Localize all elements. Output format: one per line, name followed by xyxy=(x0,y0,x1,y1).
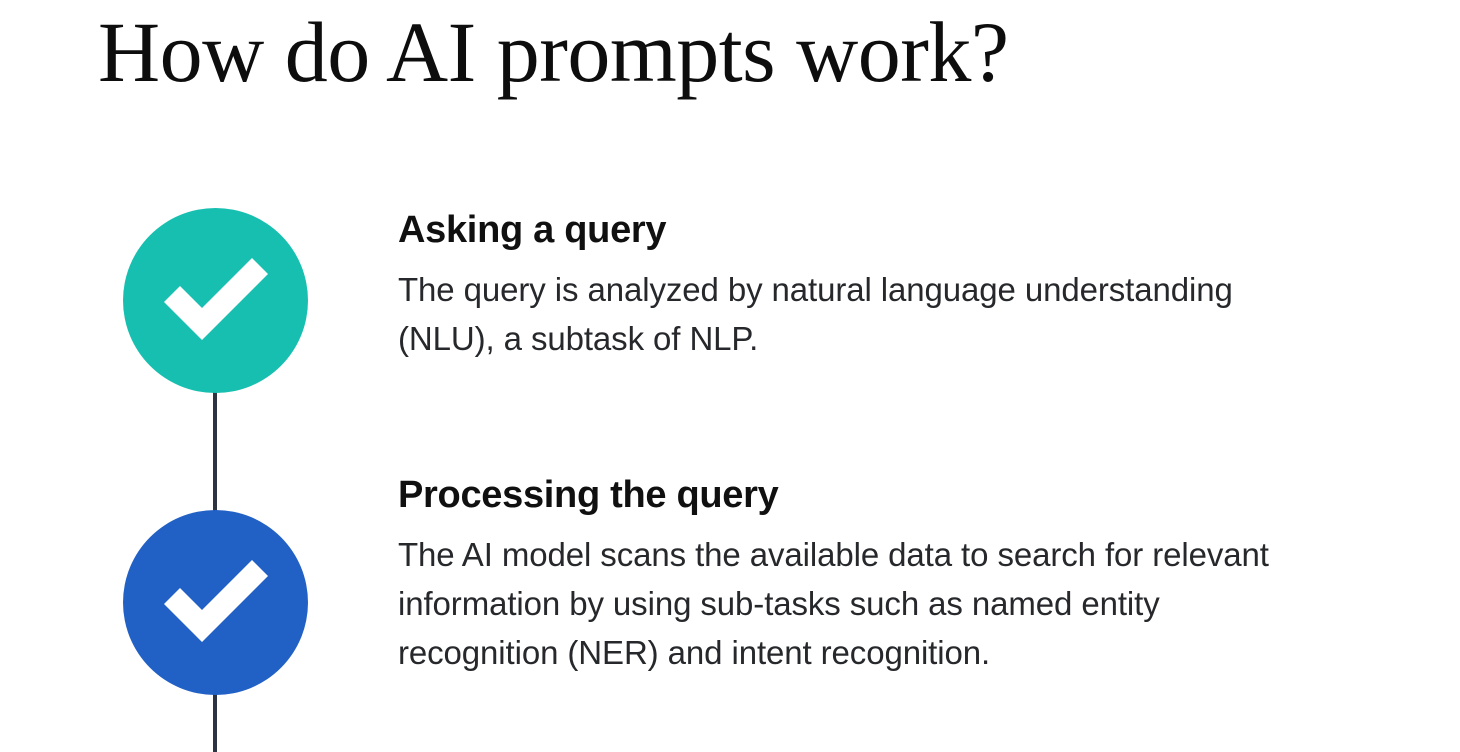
step-2-checkmark-glyph xyxy=(164,560,268,642)
step-1-check-circle-icon xyxy=(123,208,308,393)
step-2-check-circle-icon xyxy=(123,510,308,695)
step-2-content: Processing the query The AI model scans … xyxy=(398,472,1288,677)
timeline-connector-1 xyxy=(213,386,217,514)
timeline-connector-2 xyxy=(213,692,217,752)
step-2-body: The AI model scans the available data to… xyxy=(398,536,1269,671)
step-1-content: Asking a query The query is analyzed by … xyxy=(398,207,1288,363)
page-title: How do AI prompts work? xyxy=(98,4,1009,100)
step-1-checkmark-glyph xyxy=(164,258,268,340)
step-1-body: The query is analyzed by natural languag… xyxy=(398,271,1233,357)
step-1-heading: Asking a query xyxy=(398,209,667,251)
step-2-heading: Processing the query xyxy=(398,474,779,516)
